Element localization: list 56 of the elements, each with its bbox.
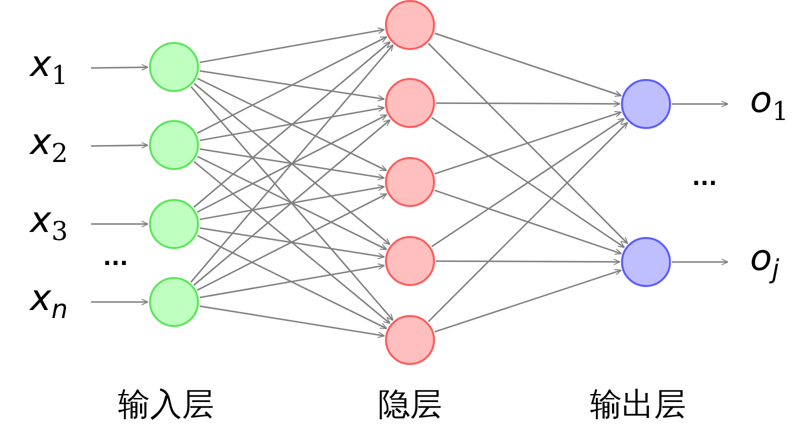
arrow <box>672 258 728 266</box>
output-variable: o$_{j}$ <box>729 242 791 282</box>
ellipsis: ... <box>103 248 128 270</box>
neuron-circle <box>149 277 199 327</box>
arrow <box>436 100 620 108</box>
arrow <box>428 122 628 322</box>
arrow <box>200 305 385 338</box>
arrow <box>190 86 394 321</box>
neuron-circle <box>385 157 435 207</box>
neuron-circle <box>621 79 671 129</box>
arrow <box>90 142 148 149</box>
arrow <box>672 100 728 108</box>
arrow <box>199 263 385 298</box>
neuron-circle <box>621 237 671 287</box>
arrow <box>434 269 622 333</box>
arrow <box>199 105 385 142</box>
arrow <box>90 64 148 71</box>
neuron-circle <box>385 315 435 365</box>
layer-label: 隐层 <box>378 388 442 420</box>
arrow <box>196 193 388 291</box>
neuron-circle <box>385 236 435 286</box>
arrow <box>196 36 388 134</box>
arrow <box>428 42 628 244</box>
arrow <box>197 156 388 250</box>
arrow <box>91 220 148 228</box>
arrow <box>193 41 391 208</box>
arrow <box>200 148 385 180</box>
arrow <box>434 32 622 97</box>
neuron-circle <box>385 78 435 128</box>
arrow <box>194 160 390 324</box>
arrow <box>194 82 390 246</box>
arrow <box>434 111 622 175</box>
arrow <box>200 227 385 260</box>
arrow <box>193 119 391 286</box>
arrow <box>200 70 385 102</box>
output-variable: o$_{1}$ <box>729 84 791 124</box>
ellipsis: ... <box>692 168 718 190</box>
neuron-circle <box>385 0 435 50</box>
arrow <box>199 184 385 220</box>
neuron-circle <box>149 42 199 92</box>
input-variable: x$_{3}$ <box>30 204 90 244</box>
arrow <box>434 190 622 255</box>
neuron-circle <box>149 120 199 170</box>
layer-label: 输入层 <box>118 388 214 420</box>
arrow <box>199 27 385 64</box>
input-variable: x$_{2}$ <box>30 126 90 166</box>
arrow <box>91 298 148 306</box>
input-variable: x$_{n}$ <box>30 282 90 322</box>
arrow <box>197 234 388 330</box>
arrow <box>190 44 394 283</box>
arrow <box>197 78 388 172</box>
input-variable: x$_{1}$ <box>30 48 90 88</box>
neuron-circle <box>149 199 199 249</box>
arrow <box>196 114 388 213</box>
arrow <box>436 258 620 266</box>
layer-label: 输出层 <box>590 388 686 420</box>
